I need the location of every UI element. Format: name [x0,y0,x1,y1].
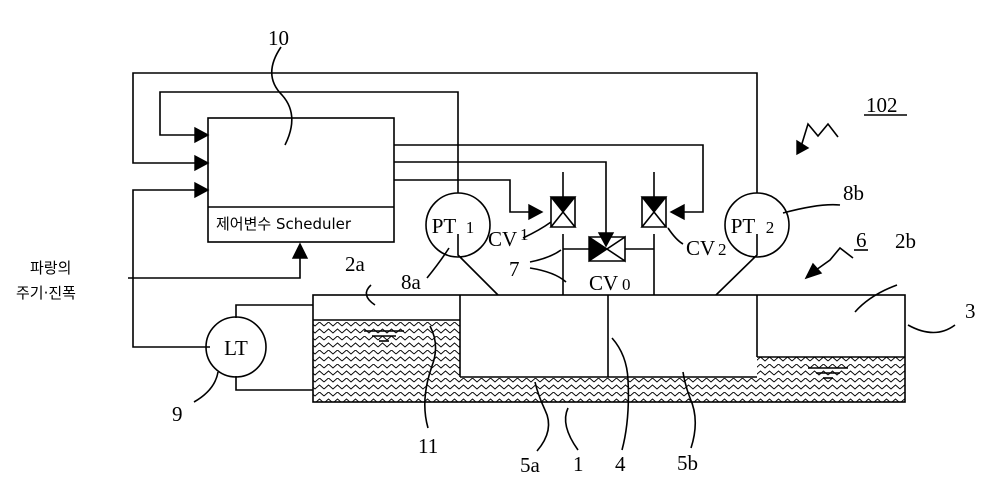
tank [313,295,905,402]
ref-lt: 9 [172,402,183,426]
sensor-pt2-label: PT [731,214,756,238]
sensor-pt1-sub: 1 [466,218,475,237]
ref-chamber-right: 2b [895,229,916,253]
valve-cv1 [551,197,575,227]
ref-tank: 3 [965,299,976,323]
valve-cv2-label: CV [686,236,715,260]
controller-label: 제어변수 Scheduler [216,215,352,233]
sensor-pt2-sub: 2 [766,218,775,237]
ref-duct: 6 [856,228,867,252]
water-body [313,320,905,402]
ref-water: 1 [573,452,584,476]
ref-chamber-5b: 5b [677,451,698,475]
ref-controller: 10 [268,26,289,50]
ref-chamber-5a: 5a [520,453,541,477]
ref-level-line: 11 [418,434,438,458]
valve-cv1-sub: 1 [520,225,529,244]
sensor-pt1-label: PT [432,214,457,238]
valve-cv0-label: CV [589,271,618,295]
valve-cv2 [642,197,666,227]
ref-pipe: 7 [509,257,520,281]
external-input-line1: 파랑의 [30,259,71,277]
external-input-line2: 주기·진폭 [16,284,76,302]
ref-partition: 4 [615,452,626,476]
ref-pt1: 8a [401,270,422,294]
valve-cv1-label: CV [488,227,517,251]
valve-cv0-sub: 0 [622,275,631,294]
controller-input-lines [128,73,757,347]
ref-pt2: 8b [843,181,864,205]
valve-cv2-sub: 2 [718,240,727,259]
ref-chamber-left: 2a [345,252,366,276]
ref-figure: 102 [866,93,898,117]
sensor-lt-label: LT [224,336,248,360]
